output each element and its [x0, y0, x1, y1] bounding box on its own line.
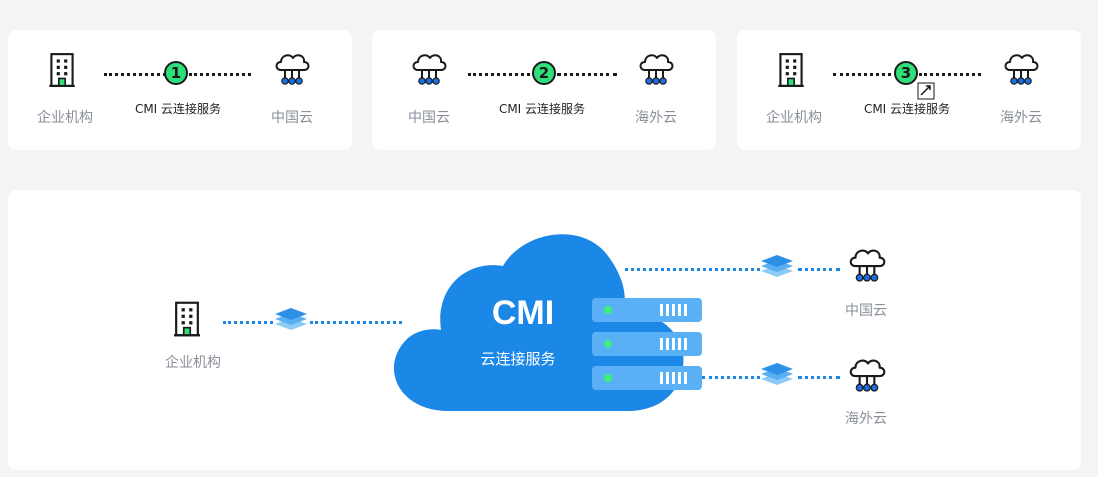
cloud-network-icon: [846, 246, 888, 282]
layers-icon: [274, 304, 308, 334]
layers-icon: [760, 359, 794, 389]
cloud-network-icon: [409, 50, 449, 86]
cloud-title: CMI: [491, 294, 555, 332]
cloud-network-icon: [846, 356, 888, 392]
connector-line: [310, 321, 402, 324]
building-icon: [778, 52, 804, 88]
scenario-card-3: 企业机构 3 CMI 云连接服务 海外云: [737, 30, 1081, 150]
connector-line: [625, 268, 760, 271]
card-left-label: 中国云: [408, 110, 450, 126]
connector-line: [104, 73, 166, 76]
cloud-subtitle: 云连接服务: [480, 350, 556, 368]
card-left-label: 企业机构: [766, 110, 822, 126]
card-right-label: 中国云: [271, 110, 313, 126]
service-label: CMI 云连接服务: [498, 102, 586, 116]
layers-icon: [760, 251, 794, 281]
connector-line: [189, 73, 251, 76]
card-left-label: 企业机构: [37, 110, 93, 126]
connector-line: [833, 73, 891, 76]
connector-line: [223, 321, 273, 324]
connector-line: [798, 268, 840, 271]
service-label: CMI 云连接服务: [134, 102, 222, 116]
cloud-network-icon: [636, 50, 676, 86]
connector-line: [468, 73, 530, 76]
server-stack-icon: [592, 298, 702, 390]
china-cloud-label: 中国云: [845, 303, 887, 319]
building-icon: [174, 300, 200, 338]
connector-line: [798, 376, 840, 379]
cloud-network-icon: [272, 50, 312, 86]
main-diagram-card: 企业机构 CMI 云连接服务 中国云 海外云: [8, 190, 1081, 470]
step-badge: 2: [532, 61, 556, 85]
building-icon: [49, 52, 75, 88]
connector-line: [557, 73, 617, 76]
enterprise-label: 企业机构: [165, 355, 221, 371]
scenario-card-2: 中国云 2 CMI 云连接服务 海外云: [372, 30, 716, 150]
link-icon: [917, 82, 935, 100]
step-badge: 3: [894, 61, 918, 85]
connector-line: [919, 73, 981, 76]
step-badge: 1: [164, 61, 188, 85]
cloud-network-icon: [1001, 50, 1041, 86]
card-right-label: 海外云: [1000, 110, 1042, 126]
scenario-card-1: 企业机构 1 CMI 云连接服务 中国云: [8, 30, 352, 150]
overseas-cloud-label: 海外云: [845, 411, 887, 427]
connector-line: [702, 376, 760, 379]
service-label: CMI 云连接服务: [863, 102, 951, 116]
card-right-label: 海外云: [635, 110, 677, 126]
